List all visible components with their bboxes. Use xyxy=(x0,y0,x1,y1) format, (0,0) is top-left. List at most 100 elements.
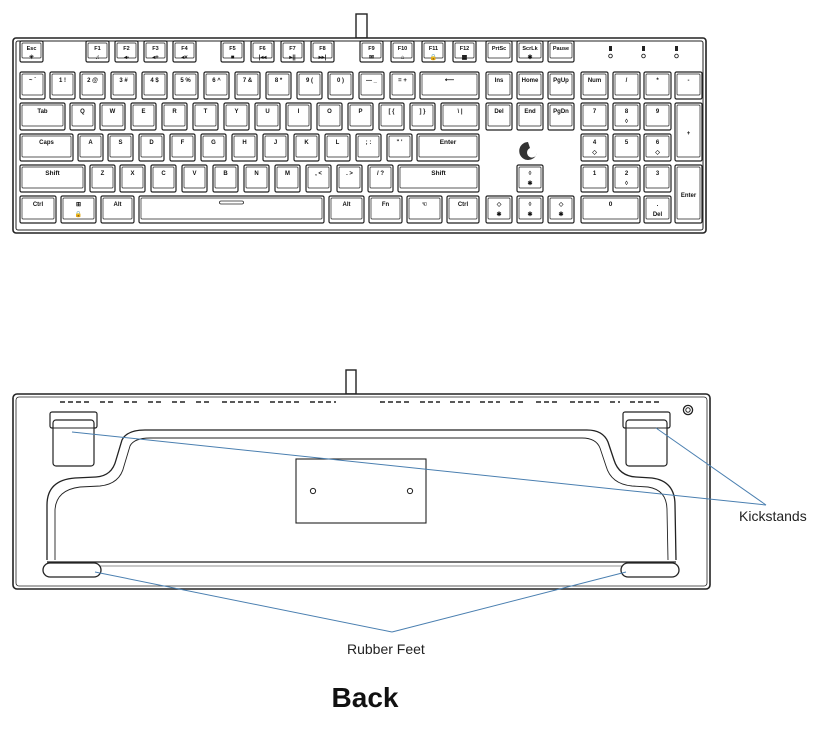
key-outline xyxy=(19,40,44,63)
key-top xyxy=(582,104,607,127)
key-label: F4 xyxy=(181,46,188,52)
usb-cable-back xyxy=(345,369,357,395)
key-label: ☜ xyxy=(422,202,427,208)
spacebar-bump xyxy=(219,200,244,205)
key-label: S xyxy=(118,140,122,146)
key-top xyxy=(140,135,163,158)
key-prtsc: PrtSc xyxy=(485,40,513,63)
key-sublabel: ◇ xyxy=(654,149,660,156)
key-kpminus: - xyxy=(674,71,703,100)
key-top xyxy=(101,104,124,127)
key-top xyxy=(391,73,414,96)
key-f11: F11🔒 xyxy=(421,40,446,63)
key-outline xyxy=(19,71,46,100)
key-outline xyxy=(110,71,137,100)
key-top xyxy=(614,73,639,96)
key-top xyxy=(518,166,542,189)
key-top xyxy=(298,73,321,96)
key-pgup: PgUp xyxy=(547,71,575,100)
key-label: \ | xyxy=(457,109,462,115)
key-outline xyxy=(85,40,110,63)
key-top xyxy=(423,42,444,59)
key-kpdiv: / xyxy=(612,71,641,100)
key-label: Pause xyxy=(553,46,569,52)
key-outline xyxy=(212,164,239,193)
key-top xyxy=(264,135,287,158)
key-outline xyxy=(316,102,343,131)
key-n4: 4 $ xyxy=(141,71,168,100)
key-label: PgUp xyxy=(553,78,569,84)
key-label: Y xyxy=(234,109,238,115)
key-top xyxy=(549,73,573,96)
key-top xyxy=(388,135,411,158)
key-h: H xyxy=(231,133,258,162)
key-sublabel: ⌂ xyxy=(401,55,405,61)
key-label: . xyxy=(657,202,659,208)
key-top xyxy=(163,104,186,127)
key-top xyxy=(21,197,55,220)
key-outline xyxy=(612,71,641,100)
key-outline xyxy=(452,40,477,63)
key-label: H xyxy=(242,140,246,146)
key-top xyxy=(549,197,573,220)
key-top xyxy=(174,73,197,96)
key-label: Z xyxy=(101,171,105,177)
key-kp3: 3 xyxy=(643,164,672,193)
key-label: PrtSc xyxy=(492,46,506,52)
key-top xyxy=(645,135,670,158)
key-label: PgDn xyxy=(553,109,569,115)
key-top xyxy=(645,73,670,96)
key-top xyxy=(349,104,372,127)
key-k: K xyxy=(293,133,320,162)
key-n2: 2 @ xyxy=(79,71,106,100)
key-top xyxy=(140,197,323,220)
key-top xyxy=(51,73,74,96)
key-label: 9 xyxy=(656,109,660,115)
key-label: Caps xyxy=(39,140,54,146)
key-label: + xyxy=(687,131,691,137)
key-top xyxy=(282,42,303,59)
back-frame-inner xyxy=(15,396,708,587)
key-label: F10 xyxy=(398,46,407,52)
key-label: V xyxy=(192,171,196,177)
key-label: . > xyxy=(346,171,353,177)
key-top xyxy=(676,166,701,220)
key-esc: Esc☀ xyxy=(19,40,44,63)
key-pause: Pause xyxy=(547,40,575,63)
key-outline xyxy=(169,133,196,162)
key-kpplus: + xyxy=(674,102,703,162)
key-semicolon: ; : xyxy=(355,133,382,162)
key-kp2: 2◊ xyxy=(612,164,641,193)
key-outline xyxy=(60,195,97,224)
key-top xyxy=(582,135,607,158)
key-r: R xyxy=(161,102,188,131)
key-label: ⟵ xyxy=(445,77,455,84)
key-top xyxy=(112,73,135,96)
key-sublabel: ✱ xyxy=(527,54,532,61)
key-outline xyxy=(280,40,305,63)
key-outline xyxy=(643,133,672,162)
key-i: I xyxy=(285,102,312,131)
key-kp4: 4◇ xyxy=(580,133,609,162)
key-top xyxy=(62,197,95,220)
key-outline xyxy=(390,40,415,63)
key-sublabel: ♫ xyxy=(95,55,100,61)
key-label: ScrLk xyxy=(522,46,538,52)
key-outline xyxy=(643,102,672,131)
key-minus: — _ xyxy=(358,71,385,100)
key-top xyxy=(357,135,380,158)
key-label: F11 xyxy=(429,46,438,52)
key-sublabel: ◂+ xyxy=(151,55,159,61)
key-outline xyxy=(19,164,86,193)
key-outline xyxy=(203,71,230,100)
key-top xyxy=(330,197,363,220)
key-outline xyxy=(440,102,480,131)
key-label: A xyxy=(88,140,93,146)
key-t: T xyxy=(192,102,219,131)
key-label: D xyxy=(149,140,154,146)
key-outline xyxy=(386,133,413,162)
key-c: C xyxy=(150,164,177,193)
key-f12: F12▦ xyxy=(452,40,477,63)
key-top xyxy=(549,42,573,59)
key-outline xyxy=(580,133,609,162)
